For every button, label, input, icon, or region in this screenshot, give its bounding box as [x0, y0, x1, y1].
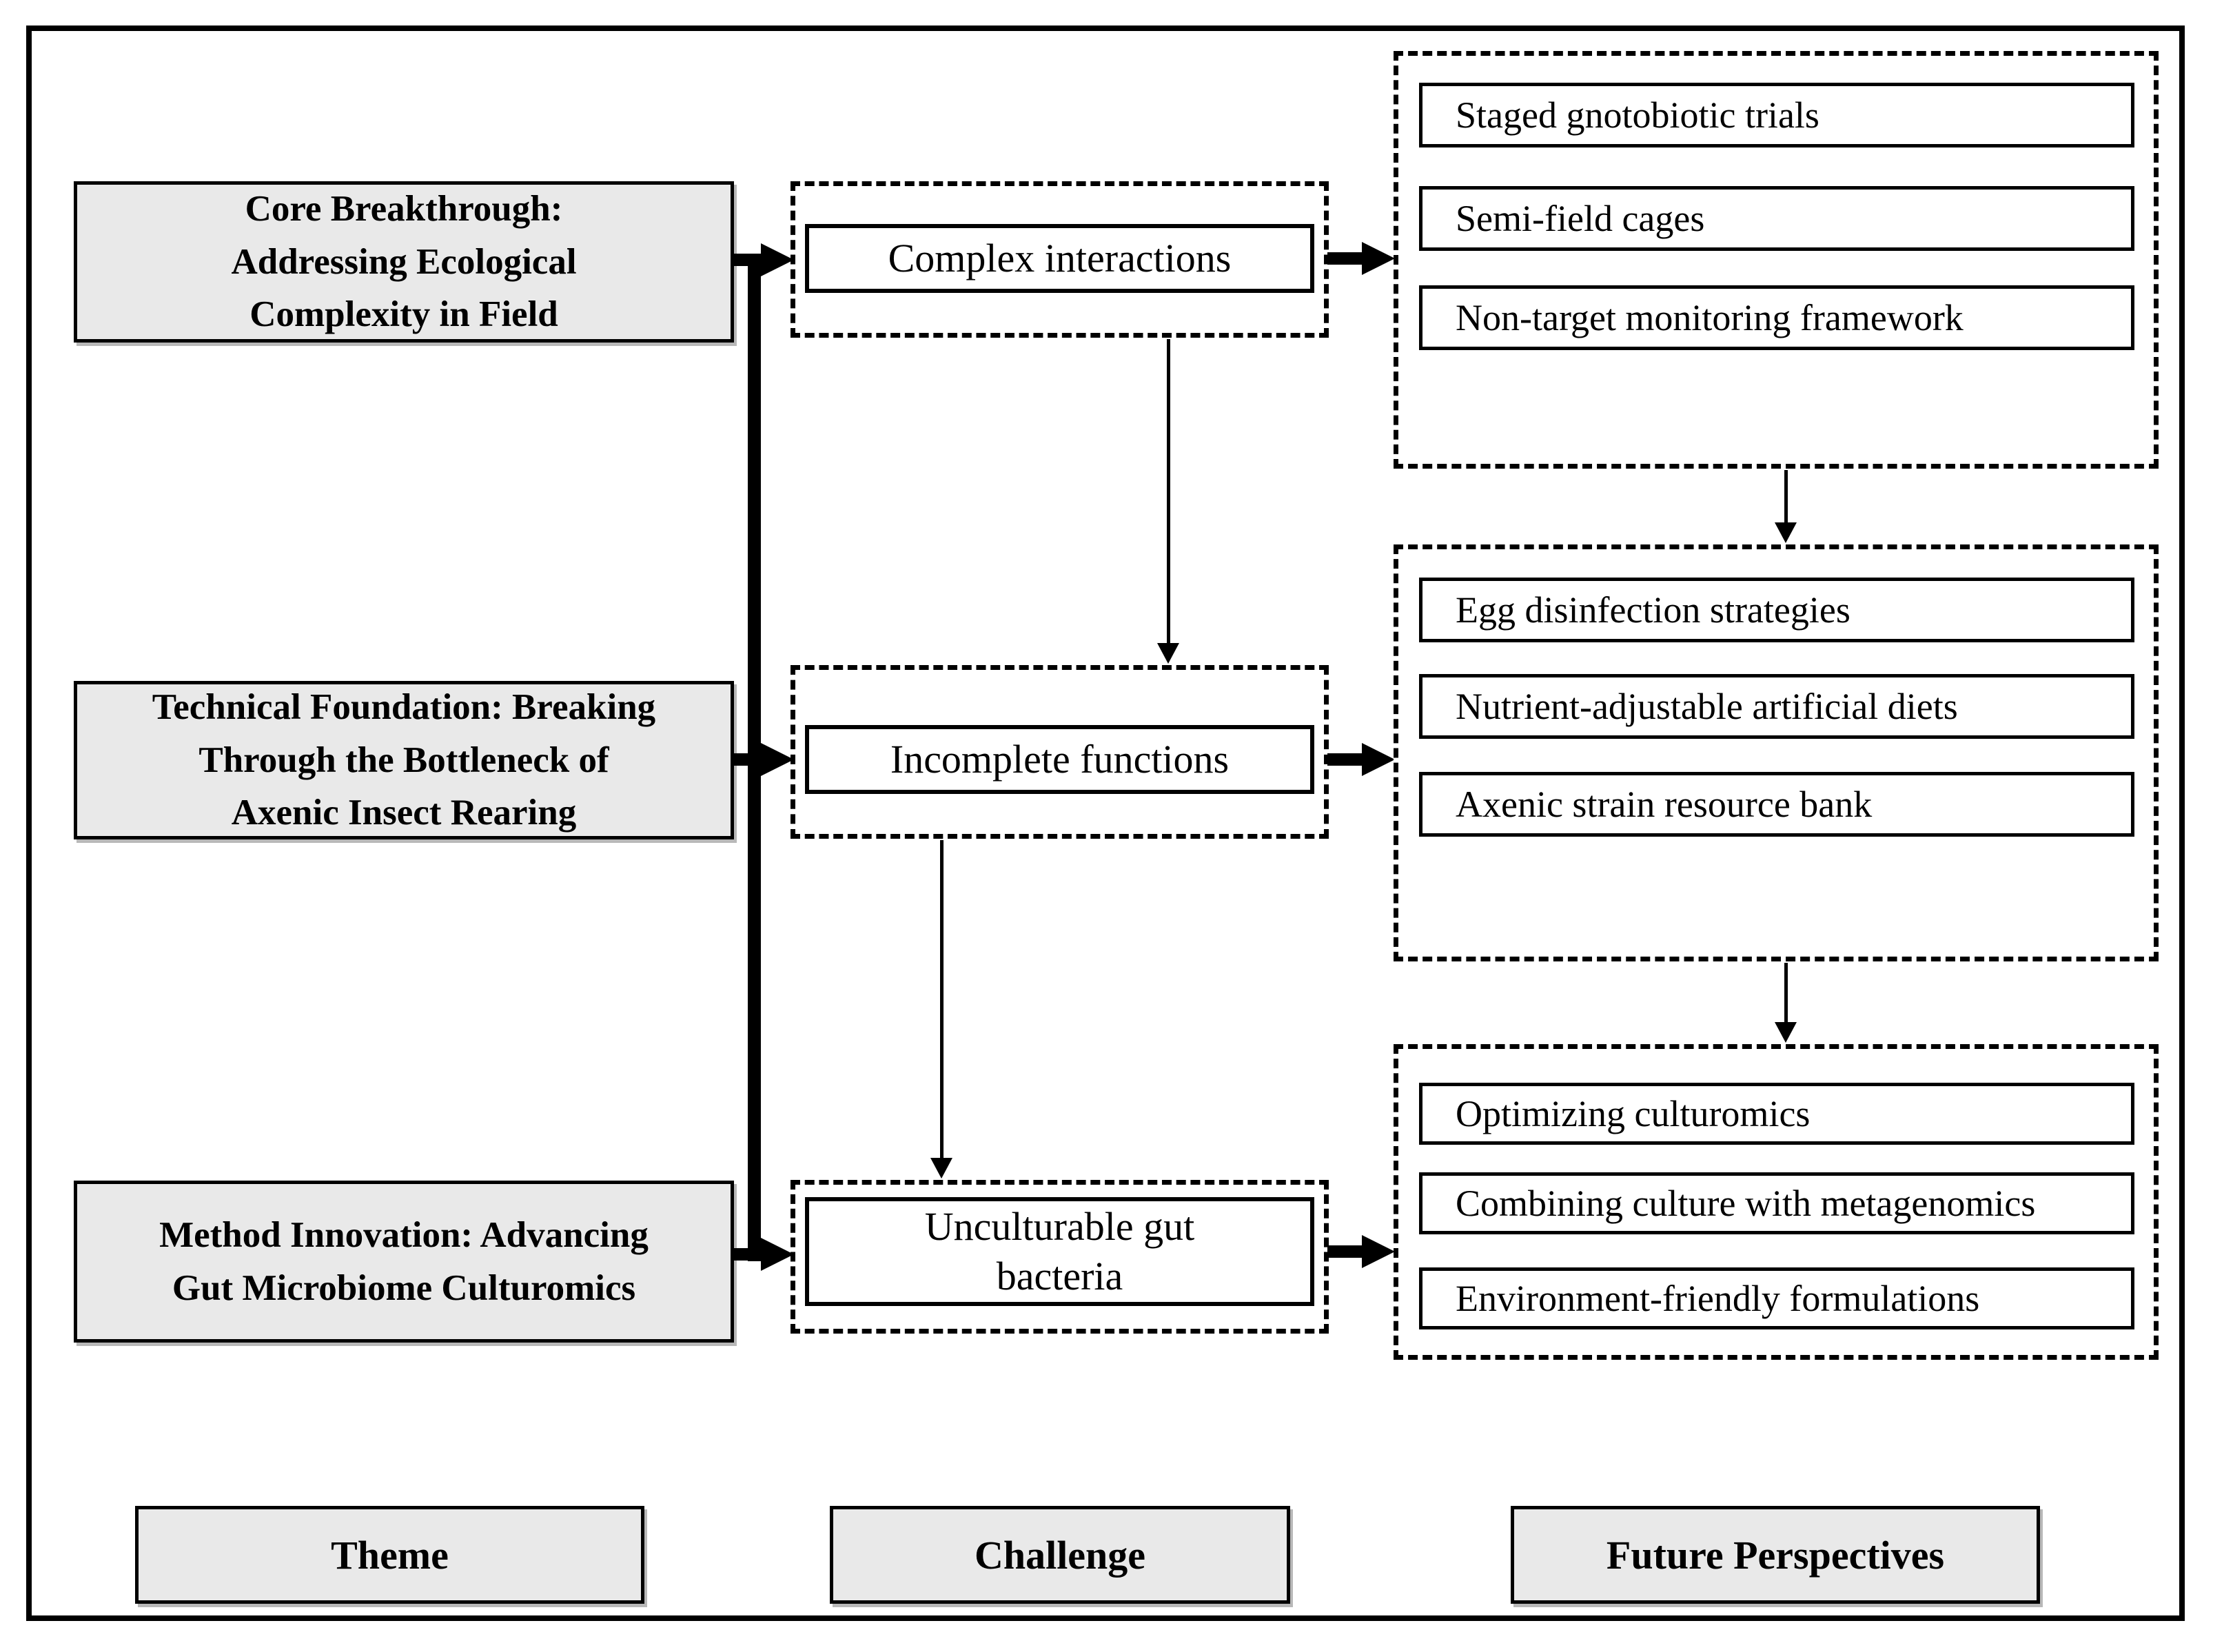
- arrow-head: [1157, 643, 1179, 664]
- future-item-text: Axenic strain resource bank: [1456, 784, 1873, 825]
- future-item-text: Nutrient-adjustable artificial diets: [1456, 686, 1958, 727]
- future-item: Egg disinfection strategies: [1419, 578, 2134, 642]
- future-item: Environment-friendly formulations: [1419, 1267, 2134, 1329]
- column-label-future-perspectives-text: Future Perspectives: [1606, 1532, 1945, 1578]
- future-item-text: Environment-friendly formulations: [1456, 1278, 1980, 1319]
- future-item: Combining culture with metagenomics: [1419, 1172, 2134, 1234]
- challenge-group-3: Unculturable gut bacteria: [791, 1180, 1329, 1334]
- future-item-text: Staged gnotobiotic trials: [1456, 94, 1819, 136]
- challenge-box-2: Incomplete functions: [805, 725, 1314, 794]
- theme-box-2: Technical Foundation: Breaking Through t…: [74, 681, 734, 839]
- future-group-1: Staged gnotobiotic trials Semi-field cag…: [1394, 51, 2159, 469]
- column-label-challenge-text: Challenge: [974, 1532, 1146, 1578]
- diagram-border-frame: [26, 26, 2185, 1621]
- arrow-head: [1362, 743, 1395, 776]
- future-item-text: Combining culture with metagenomics: [1456, 1183, 2036, 1224]
- challenge-box-1-text: Complex interactions: [888, 235, 1232, 281]
- arrow-head: [1362, 242, 1395, 275]
- arrow-head: [1775, 522, 1797, 543]
- challenge-group-2: Incomplete functions: [791, 665, 1329, 839]
- future-group-2: Egg disinfection strategies Nutrient-adj…: [1394, 544, 2159, 961]
- arrow-shaft: [940, 840, 944, 1159]
- arrow-head: [761, 743, 794, 776]
- arrow-shaft: [1167, 339, 1170, 644]
- future-group-3: Optimizing culturomics Combining culture…: [1394, 1044, 2159, 1360]
- future-item-text: Egg disinfection strategies: [1456, 589, 1850, 631]
- arrow-head: [761, 243, 794, 276]
- arrow-head: [761, 1238, 794, 1271]
- arrow-shaft: [1327, 1245, 1363, 1258]
- arrow-shaft: [733, 753, 763, 766]
- theme-box-1-text: Core Breakthrough: Addressing Ecological…: [231, 188, 577, 335]
- future-item: Nutrient-adjustable artificial diets: [1419, 674, 2134, 739]
- arrow-shaft: [733, 254, 763, 266]
- arrow-shaft: [1784, 470, 1788, 524]
- theme-box-2-text: Technical Foundation: Breaking Through t…: [152, 686, 656, 833]
- future-item: Semi-field cages: [1419, 186, 2134, 251]
- theme-box-1: Core Breakthrough: Addressing Ecological…: [74, 181, 734, 343]
- column-label-theme-text: Theme: [331, 1532, 449, 1578]
- challenge-box-2-text: Incomplete functions: [890, 736, 1230, 782]
- future-item: Optimizing culturomics: [1419, 1083, 2134, 1145]
- column-label-future-perspectives: Future Perspectives: [1511, 1506, 2040, 1604]
- arrow-shaft: [1784, 963, 1788, 1023]
- challenge-group-1: Complex interactions: [791, 181, 1329, 338]
- arrow-shaft: [733, 1248, 763, 1261]
- future-item-text: Non-target monitoring framework: [1456, 297, 1964, 338]
- arrow-head: [1775, 1022, 1797, 1043]
- challenge-box-1: Complex interactions: [805, 224, 1314, 293]
- arrow-head: [930, 1158, 952, 1179]
- future-item-text: Optimizing culturomics: [1456, 1093, 1811, 1134]
- future-item: Non-target monitoring framework: [1419, 285, 2134, 350]
- theme-box-3: Method Innovation: Advancing Gut Microbi…: [74, 1181, 734, 1343]
- future-item-text: Semi-field cages: [1456, 198, 1705, 239]
- challenge-box-3-text: Unculturable gut bacteria: [924, 1203, 1195, 1299]
- arrow-head: [1362, 1235, 1395, 1268]
- future-item: Axenic strain resource bank: [1419, 772, 2134, 837]
- theme-box-3-text: Method Innovation: Advancing Gut Microbi…: [159, 1214, 649, 1308]
- column-label-challenge: Challenge: [830, 1506, 1290, 1604]
- arrow-shaft: [1327, 252, 1363, 265]
- arrow-shaft: [1327, 753, 1363, 766]
- challenge-box-3: Unculturable gut bacteria: [805, 1197, 1314, 1306]
- column-label-theme: Theme: [135, 1506, 644, 1604]
- future-item: Staged gnotobiotic trials: [1419, 83, 2134, 147]
